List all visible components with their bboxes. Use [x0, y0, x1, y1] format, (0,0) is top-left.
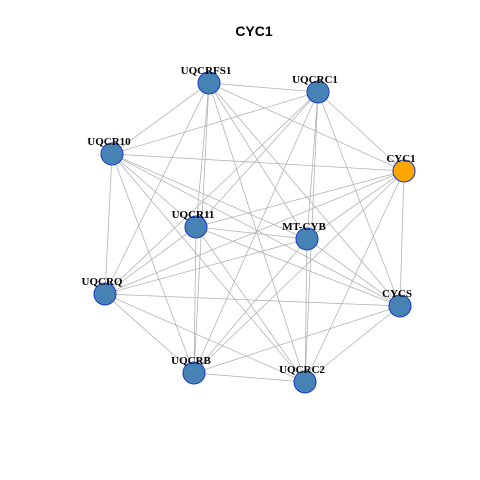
edge-uqcrc1-uqcrb	[193, 91, 319, 374]
node-uqcr11	[184, 215, 208, 239]
edge-uqcrfs1-cycs	[208, 82, 401, 307]
edge-mt-cyb-uqcrc2	[304, 238, 308, 383]
node-label-mt-cyb: MT-CYB	[282, 221, 326, 233]
edge-uqcrfs1-uqcrc1	[208, 82, 319, 93]
edge-uqcrc1-cycs	[317, 91, 401, 307]
edge-cyc1-mt-cyb	[306, 170, 405, 240]
node-cycs	[388, 294, 412, 318]
node-label-uqcrq: UQCRQ	[82, 276, 123, 288]
graph-title: CYC1	[235, 23, 273, 39]
edge-uqcrc1-uqcr11	[195, 91, 319, 228]
edge-cyc1-uqcrb	[193, 170, 405, 374]
edge-uqcr10-uqcr11	[111, 153, 197, 228]
edge-cyc1-uqcr11	[195, 170, 405, 228]
node-uqcr10	[100, 142, 124, 166]
edge-cyc1-cycs	[399, 170, 405, 307]
edge-uqcr11-mt-cyb	[195, 226, 308, 240]
node-uqcrfs1	[197, 71, 221, 95]
edge-cycs-uqcrc2	[304, 305, 401, 383]
edge-uqcrfs1-cyc1	[208, 82, 405, 172]
node-cyc1	[392, 159, 416, 183]
node-uqcrq	[93, 282, 117, 306]
edge-uqcr10-cyc1	[111, 153, 405, 172]
node-label-uqcrc2: UQCRC2	[279, 364, 325, 376]
edge-mt-cyb-cycs	[306, 238, 401, 307]
edge-uqcrfs1-uqcr10	[111, 82, 210, 155]
edge-uqcr10-mt-cyb	[111, 153, 308, 240]
node-label-uqcr11: UQCR11	[172, 209, 215, 221]
node-layer	[93, 71, 416, 394]
edge-uqcrq-uqcrc2	[104, 293, 306, 383]
edge-uqcrq-uqcrb	[104, 293, 195, 374]
edge-uqcr10-uqcrb	[111, 153, 195, 374]
edge-uqcrfs1-uqcrc2	[208, 82, 306, 383]
edge-uqcr11-uqcrq	[104, 226, 197, 295]
node-uqcrb	[182, 361, 206, 385]
edge-uqcrfs1-mt-cyb	[208, 82, 308, 240]
edge-uqcr11-uqcrb	[193, 226, 197, 374]
node-mt-cyb	[295, 227, 319, 251]
edge-uqcrc1-cyc1	[317, 91, 405, 172]
edge-mt-cyb-uqcrb	[193, 238, 308, 374]
edge-mt-cyb-uqcrq	[104, 238, 308, 295]
edge-uqcr10-uqcrq	[104, 153, 113, 295]
edge-layer	[104, 82, 405, 383]
node-label-cycs: CYCS	[382, 288, 412, 300]
edge-uqcrc1-uqcrq	[104, 91, 319, 295]
edge-cyc1-uqcrq	[104, 170, 405, 295]
edge-uqcrc1-uqcr10	[111, 91, 319, 155]
edge-uqcr10-cycs	[111, 153, 401, 307]
node-label-uqcrfs1: UQCRFS1	[181, 65, 232, 77]
edge-uqcr11-uqcrc2	[195, 226, 306, 383]
edge-cycs-uqcrb	[193, 305, 401, 374]
node-label-uqcrc1: UQCRC1	[292, 74, 338, 86]
edge-uqcrb-uqcrc2	[193, 372, 306, 383]
node-label-uqcrb: UQCRB	[171, 355, 211, 367]
node-label-cyc1: CYC1	[386, 153, 415, 165]
node-uqcrc2	[293, 370, 317, 394]
edge-uqcrq-cycs	[104, 293, 401, 307]
edge-uqcr11-cycs	[195, 226, 401, 307]
edge-uqcrfs1-uqcr11	[195, 82, 210, 228]
edge-uqcrfs1-uqcrq	[104, 82, 210, 295]
edge-cyc1-uqcrc2	[304, 170, 405, 383]
edge-uqcr10-uqcrc2	[111, 153, 306, 383]
node-label-uqcr10: UQCR10	[87, 136, 131, 148]
node-uqcrc1	[306, 80, 330, 104]
